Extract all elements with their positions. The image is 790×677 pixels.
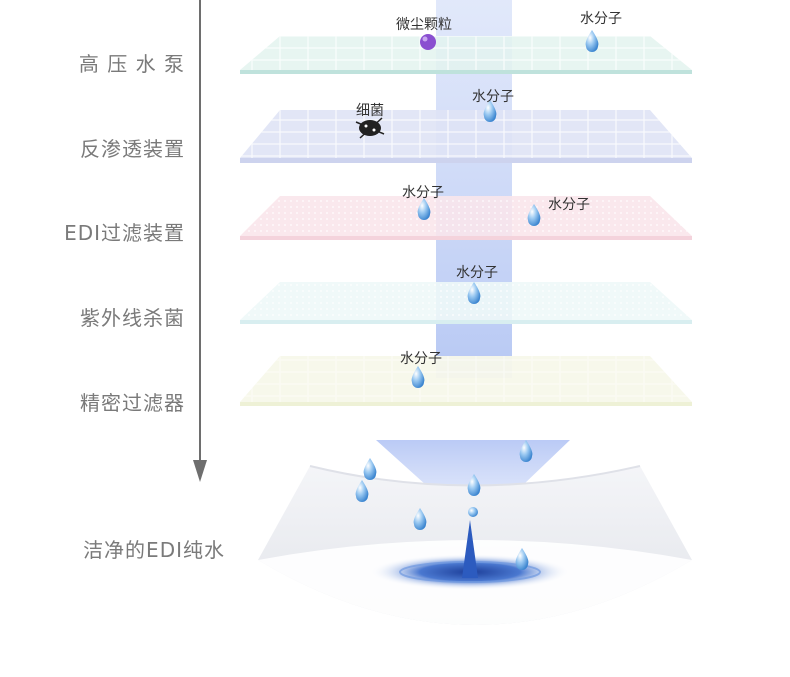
step-label-uv: 紫外线杀菌 — [80, 306, 185, 330]
filter-layer-3 — [240, 196, 692, 240]
splash-icon — [462, 520, 478, 578]
process-timeline — [199, 0, 201, 462]
water-drop-icon — [413, 508, 427, 530]
dust-particle-icon — [420, 34, 436, 50]
water-drop-icon — [519, 440, 533, 462]
label-bacteria: 细菌 — [356, 103, 384, 119]
bacteria-icon — [355, 117, 385, 139]
label-water-3: 水分子 — [402, 185, 444, 201]
final-label-pure-water: 洁净的EDI纯水 — [83, 538, 225, 562]
water-drop-icon — [355, 480, 369, 502]
filter-layer-1 — [240, 36, 692, 74]
label-water-6: 水分子 — [400, 351, 442, 367]
water-drop-icon — [527, 204, 541, 226]
water-drop-icon — [417, 198, 431, 220]
water-drop-icon — [467, 282, 481, 304]
water-drop-icon — [411, 366, 425, 388]
water-drop-icon — [483, 100, 497, 122]
filter-layer-4 — [240, 282, 692, 324]
filter-layer-2 — [240, 110, 692, 163]
step-label-reverse-osmosis: 反渗透装置 — [80, 137, 185, 161]
water-drop-icon — [585, 30, 599, 52]
label-dust: 微尘颗粒 — [396, 17, 452, 33]
label-water-2: 水分子 — [472, 89, 514, 105]
water-drops — [355, 30, 599, 570]
step-label-pump: 高 压 水 泵 — [78, 52, 185, 76]
water-drop-icon — [467, 474, 481, 496]
step-label-precision-filter: 精密过滤器 — [80, 391, 185, 415]
filter-layer-5 — [240, 356, 692, 406]
label-water-5: 水分子 — [456, 265, 498, 281]
timeline-arrow-icon — [193, 460, 207, 482]
label-water-4: 水分子 — [548, 197, 590, 213]
label-water-1: 水分子 — [580, 11, 622, 27]
water-drop-icon — [363, 458, 377, 480]
step-label-edi: EDI过滤装置 — [64, 221, 185, 245]
water-drop-icon — [515, 548, 529, 570]
